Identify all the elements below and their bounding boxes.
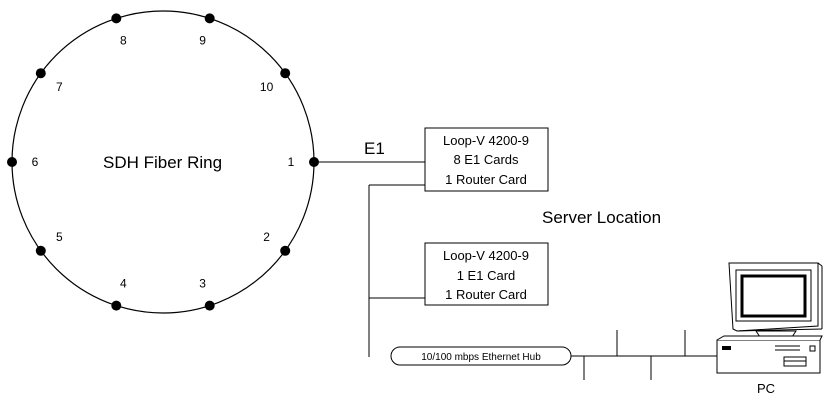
ring-node-5	[35, 245, 46, 256]
device-loop-v-2	[424, 242, 549, 306]
pc-label: PC	[757, 381, 775, 396]
pc-icon	[716, 262, 823, 374]
device2-line1: Loop-V 4200-9	[443, 248, 529, 263]
device1-line2: 8 E1 Cards	[453, 152, 519, 167]
ring-node-label-5: 5	[56, 230, 63, 244]
ring-node-7	[35, 68, 46, 79]
e1-link-label: E1	[364, 139, 385, 158]
ethernet-hub-label: 10/100 mbps Ethernet Hub	[421, 352, 541, 363]
device1-line3: 1 Router Card	[445, 172, 527, 187]
ring-node-3	[204, 300, 215, 311]
ring-node-10	[280, 68, 291, 79]
device-loop-v-1	[424, 127, 549, 192]
ring-node-label-9: 9	[199, 33, 206, 47]
server-location-label: Server Location	[542, 208, 661, 227]
ring-node-2	[280, 245, 291, 256]
ring-nodes: 1 2 3 4 5 6 7 8 9 10	[7, 13, 319, 311]
device2-line3: 1 Router Card	[445, 287, 527, 302]
ring-node-label-2: 2	[263, 230, 270, 244]
ring-node-9	[204, 13, 215, 24]
ring-node-label-6: 6	[32, 155, 39, 169]
ring-node-label-10: 10	[260, 80, 274, 94]
device2-line2: 1 E1 Card	[457, 268, 516, 283]
device1-line1: Loop-V 4200-9	[443, 133, 529, 148]
ring-node-label-7: 7	[56, 80, 63, 94]
ring-node-label-8: 8	[120, 33, 127, 47]
ring-node-label-1: 1	[288, 155, 295, 169]
ring-title: SDH Fiber Ring	[103, 153, 222, 172]
ring-node-4	[111, 300, 122, 311]
ring-node-label-4: 4	[120, 277, 127, 291]
ring-node-label-3: 3	[199, 277, 206, 291]
ring-node-6	[7, 157, 17, 167]
ring-node-8	[111, 13, 122, 24]
